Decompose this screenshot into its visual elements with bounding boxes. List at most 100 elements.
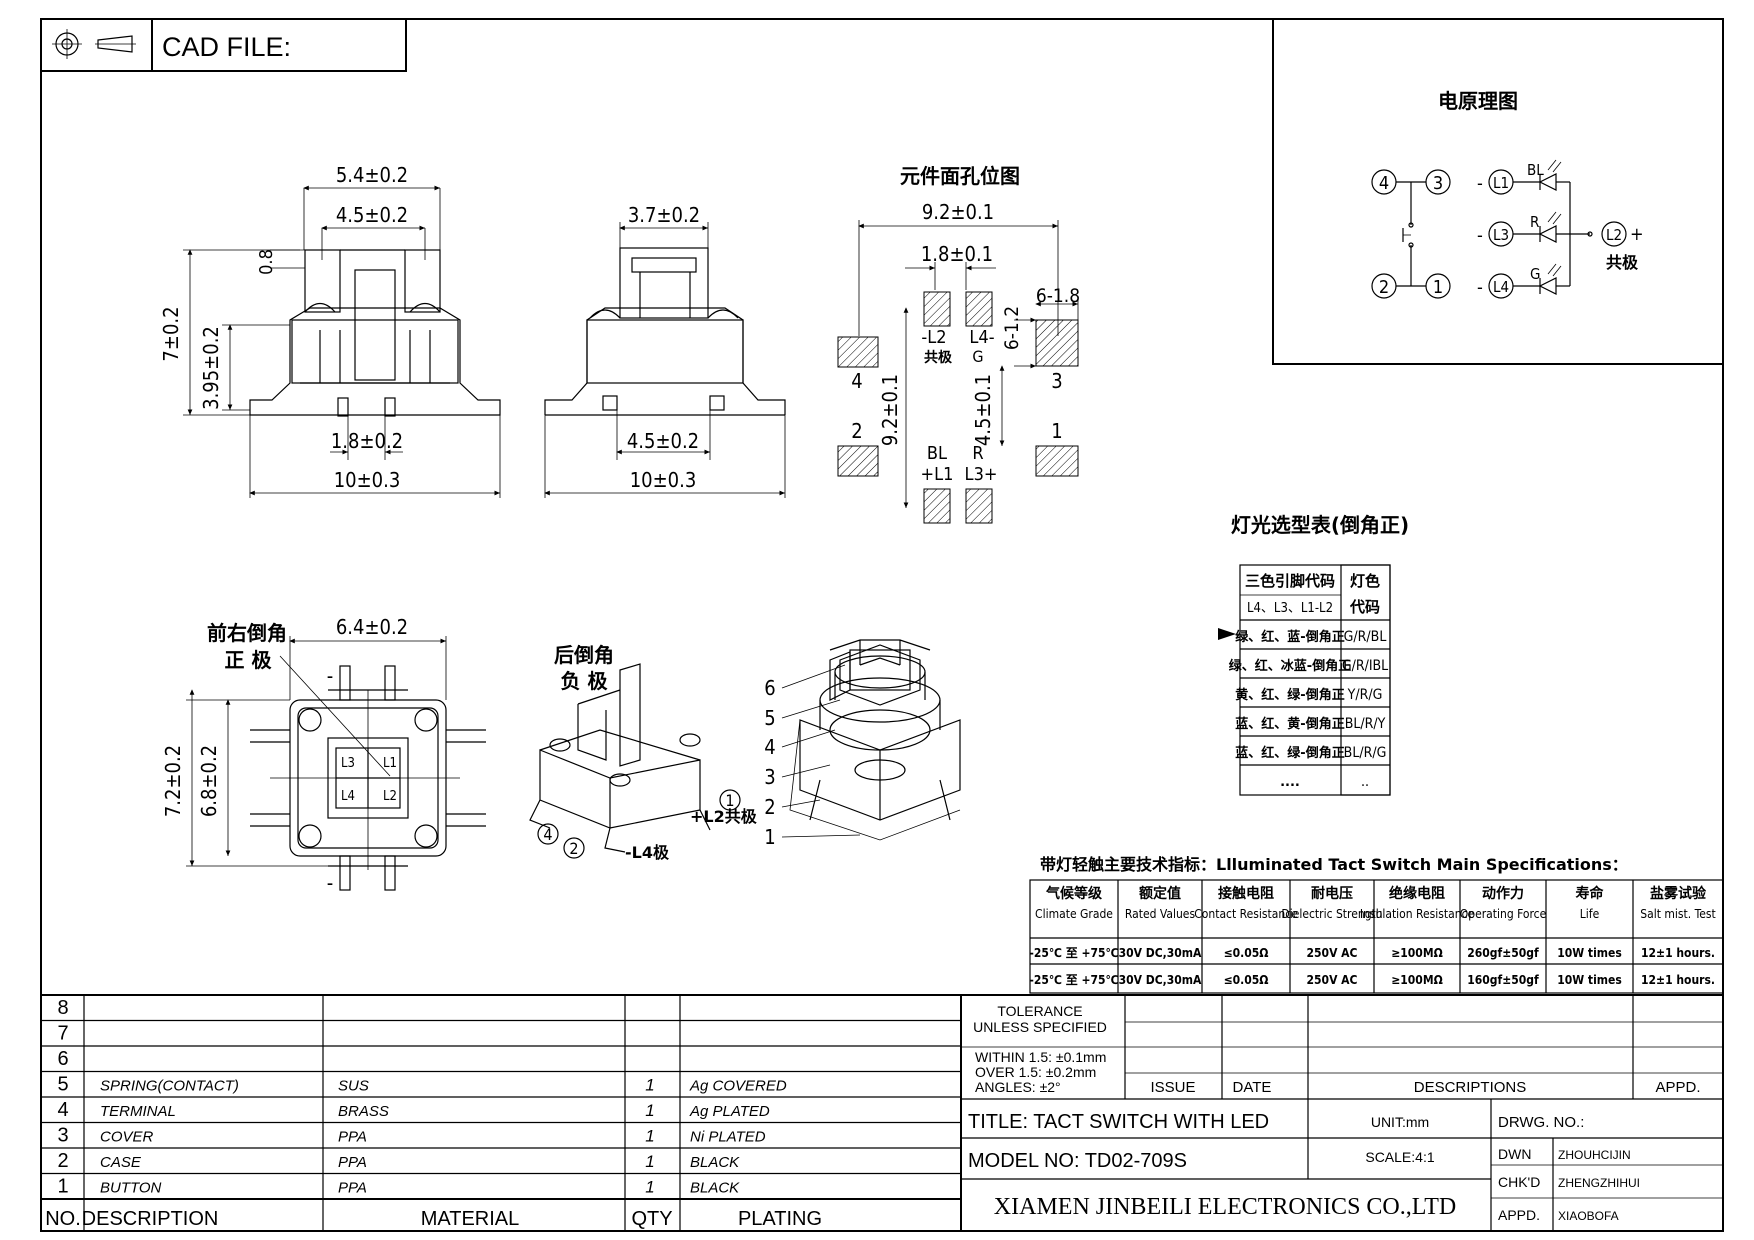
tb-descriptions: DESCRIPTIONS — [1414, 1079, 1527, 1096]
spec-header-cn: 盐雾试验 — [1650, 885, 1707, 902]
spec-cell: 10W times — [1557, 946, 1622, 960]
bom-no: 5 — [57, 1074, 68, 1096]
tb-angles: ANGLES: ±2° — [975, 1079, 1061, 1095]
pcb-pin2: 2 — [851, 419, 862, 443]
sch-l2: L2 — [1606, 226, 1622, 244]
lt-row-pins: 绿、红、冰蓝-倒角正 — [1229, 658, 1351, 674]
iso-l4: -L4极 — [625, 843, 670, 862]
sch-plus: + — [1630, 224, 1644, 245]
spec-header-cn: 绝缘电阻 — [1389, 885, 1445, 902]
sch-l3: L3 — [1493, 226, 1509, 244]
dim-height: 7±0.2 — [159, 306, 183, 361]
spec-cell: 10W times — [1557, 973, 1622, 987]
exploded-view: 6 5 4 3 2 1 — [764, 639, 961, 849]
tb-model: MODEL NO: TD02-709S — [968, 1150, 1187, 1172]
bom-desc: BUTTON — [100, 1180, 162, 1197]
tb-unit: UNIT:mm — [1371, 1114, 1429, 1130]
dim-body-height: 3.95±0.2 — [199, 326, 223, 410]
sch-minus2: - — [1477, 225, 1483, 246]
tb-company: XIAMEN JINBEILI ELECTRONICS CO.,LTD — [994, 1194, 1456, 1220]
pcb-lbl-bl: BL — [927, 443, 947, 464]
bom-header-desc: DESCRIPTION — [82, 1208, 219, 1230]
spec-cell: ≥100MΩ — [1391, 973, 1443, 987]
tb-dwn-label: DWN — [1498, 1146, 1531, 1162]
spec-cell: ≤0.05Ω — [1224, 946, 1269, 960]
iso-view: 后倒角 负 极 4 2 1 +L2共极 -L4极 — [529, 643, 758, 862]
iso-label2: 负 极 — [561, 669, 609, 693]
pcb-dim-inner: 4.5±0.1 — [971, 374, 995, 446]
pcb-lbl-l2: -L2 — [921, 327, 946, 348]
bom-material: PPA — [338, 1129, 367, 1146]
bottom-view: 前右倒角 正 极 L3 L1 L4 L2 - - — [161, 615, 486, 895]
spec-cell: 160gf±50gf — [1467, 973, 1539, 987]
tb-chkd-label: CHK'D — [1498, 1174, 1540, 1190]
bom-material: PPA — [338, 1180, 367, 1197]
spec-cell: 30V DC,30mA — [1119, 946, 1202, 960]
spec-cell: 260gf±50gf — [1467, 946, 1539, 960]
lt-row-pins: 绿、红、蓝-倒角正 — [1235, 629, 1344, 645]
pcb-lbl-l2-sub: 共极 — [924, 349, 953, 366]
sch-n4: 4 — [1379, 173, 1389, 194]
pcb-lbl-r: R — [972, 443, 983, 464]
bom-plating: Ni PLATED — [690, 1129, 766, 1146]
lt-row-pins: 蓝、红、黄-倒角正 — [1235, 716, 1344, 732]
light-table-title: 灯光选型表(倒角正) — [1231, 513, 1409, 537]
pcb-lbl-l1: +L1 — [921, 464, 954, 485]
tb-appd-label: APPD. — [1498, 1207, 1540, 1223]
tb-chkd: ZHENGZHIHUI — [1558, 1176, 1640, 1190]
part-1: 1 — [764, 825, 775, 849]
spec-cell: -25℃ 至 +75℃ — [1029, 946, 1118, 960]
lt-row-pins: .... — [1280, 775, 1300, 790]
projection-symbol-icon — [52, 29, 136, 59]
sch-minus3: - — [1477, 277, 1483, 298]
bottom-label1: 前右倒角 — [207, 621, 287, 645]
spec-cell: 12±1 hours. — [1641, 946, 1715, 960]
tb-within: WITHIN 1.5: ±0.1mm — [975, 1049, 1106, 1065]
pcb-dim-height: 9.2±0.1 — [878, 374, 902, 446]
bom-plating: Ag COVERED — [689, 1078, 787, 1095]
bom-header-no: NO. — [45, 1208, 81, 1230]
tb-issue: ISSUE — [1150, 1079, 1195, 1096]
bom-no: 8 — [57, 997, 68, 1019]
lt-row-code: BL/R/G — [1344, 745, 1387, 761]
pcb-pin3: 3 — [1051, 369, 1062, 393]
pcb-dim-pad-size: 6-1.2 — [1001, 306, 1023, 350]
pcb-lbl-l3: L3+ — [965, 464, 998, 485]
part-2: 2 — [764, 795, 775, 819]
bottom-l3: L3 — [341, 756, 355, 771]
spec-table: 带灯轻触主要技术指标：Llluminated Tact Switch Main … — [1029, 855, 1724, 994]
bom-no: 6 — [57, 1048, 68, 1070]
bottom-label2: 正 极 — [225, 648, 273, 672]
spec-header-en: Contact Resistance — [1194, 907, 1298, 921]
sch-minus1: - — [1477, 173, 1483, 194]
dim-side-width: 10±0.3 — [630, 468, 697, 492]
iso-label1: 后倒角 — [554, 643, 614, 667]
front-view: 5.4±0.2 4.5±0.2 0.8 7±0.2 3.95±0.2 1.8±0… — [159, 163, 501, 498]
pcb-dim-pad-spacing: 1.8±0.1 — [921, 242, 993, 266]
part-5: 5 — [764, 706, 775, 730]
sch-l4: L4 — [1493, 278, 1509, 296]
bom-plating: Ag PLATED — [689, 1103, 770, 1120]
spec-cell: 250V AC — [1307, 973, 1358, 987]
spec-header-cn: 寿命 — [1576, 885, 1605, 902]
tb-date: DATE — [1233, 1079, 1272, 1096]
dim-side-top: 3.7±0.2 — [628, 203, 700, 227]
tb-tolerance1: TOLERANCE — [997, 1003, 1082, 1019]
spec-title: 带灯轻触主要技术指标：Llluminated Tact Switch Main … — [1040, 855, 1628, 874]
dim-small: 0.8 — [256, 249, 277, 275]
bom-qty: 1 — [645, 1076, 654, 1095]
bom-no: 7 — [57, 1023, 68, 1045]
spec-header-en: Operating Force — [1460, 907, 1547, 921]
bom-header-material: MATERIAL — [421, 1208, 520, 1230]
bom-qty: 1 — [645, 1101, 654, 1120]
spec-header-en: Climate Grade — [1035, 907, 1113, 921]
part-6: 6 — [764, 676, 775, 700]
dim-side-pin: 4.5±0.2 — [627, 429, 699, 453]
sheet-border — [40, 18, 1724, 1232]
lt-row-code: G/R/BL — [1344, 629, 1387, 645]
lt-row-code: BL/R/Y — [1345, 716, 1386, 732]
spec-header-en: Life — [1580, 907, 1600, 921]
bottom-l1: L1 — [383, 756, 397, 771]
dim-pin-spacing: 1.8±0.2 — [331, 429, 403, 453]
bom-desc: TERMINAL — [100, 1103, 176, 1120]
